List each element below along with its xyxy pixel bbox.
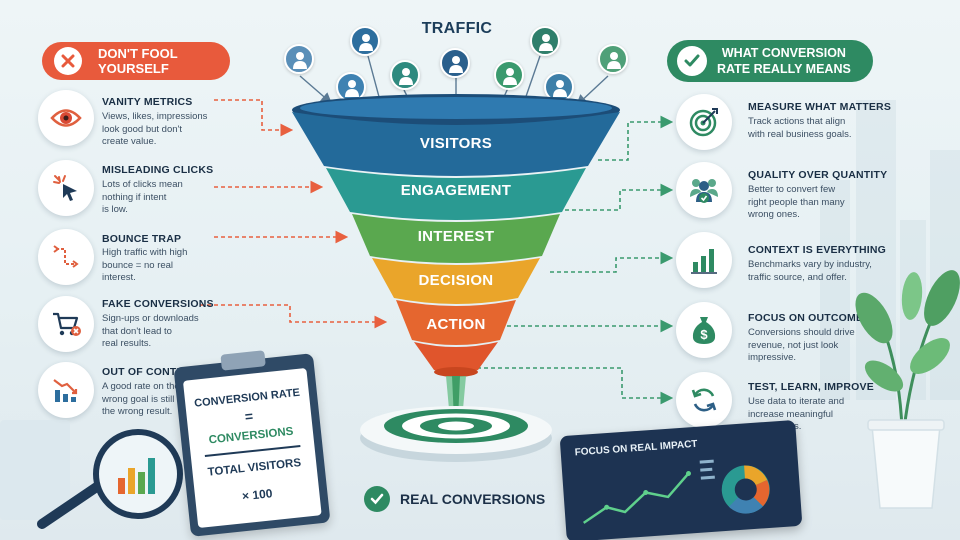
right-item-title: MEASURE WHAT MATTERS xyxy=(748,101,892,113)
person-icon xyxy=(284,44,314,74)
left-item-title: BOUNCE TRAP xyxy=(102,233,182,245)
conversion-meaning-header: WHAT CONVERSION RATE REALLY MEANS xyxy=(667,40,873,82)
right-item-title: CONTEXT IS EVERYTHING xyxy=(748,244,886,256)
person-icon xyxy=(390,60,420,90)
refresh-icon xyxy=(676,372,732,428)
svg-text:$: $ xyxy=(700,327,708,342)
person-icon xyxy=(598,44,628,74)
real-conversions-label: REAL CONVERSIONS xyxy=(364,486,545,512)
check-icon xyxy=(677,46,707,76)
people-check-icon xyxy=(676,162,732,218)
left-item-title: FAKE CONVERSIONS xyxy=(102,298,214,310)
traffic-title: TRAFFIC xyxy=(421,20,493,37)
cart-x-icon xyxy=(38,296,94,352)
right-item-title: FOCUS ON OUTCOMES xyxy=(748,312,871,324)
person-icon xyxy=(530,26,560,56)
dont-fool-yourself-header: DON'T FOOL YOURSELF xyxy=(42,42,230,80)
left-item-title: VANITY METRICS xyxy=(102,96,193,108)
check-icon xyxy=(364,486,390,512)
x-icon xyxy=(54,47,82,75)
right-item-title: QUALITY OVER QUANTITY xyxy=(748,169,888,181)
funnel-stage-interest: INTEREST xyxy=(417,228,495,245)
cursor-click-icon xyxy=(38,160,94,216)
person-icon xyxy=(494,60,524,90)
bar-chart-icon xyxy=(676,232,732,288)
dashboard-charts xyxy=(582,459,770,524)
falling-chart-icon xyxy=(38,362,94,418)
funnel-stage-action: ACTION xyxy=(426,316,486,333)
left-header-label: DON'T FOOL YOURSELF xyxy=(98,46,178,76)
person-icon xyxy=(440,48,470,78)
person-icon xyxy=(350,26,380,56)
bounce-path-icon xyxy=(38,229,94,285)
funnel-stage-engagement: ENGAGEMENT xyxy=(400,182,512,199)
impact-dashboard: FOCUS ON REAL IMPACT xyxy=(559,419,803,540)
eye-icon xyxy=(38,90,94,146)
target-icon xyxy=(676,94,732,150)
money-bag-icon: $ xyxy=(676,302,732,358)
right-header-line2: RATE REALLY MEANS xyxy=(717,62,851,76)
funnel-stage-decision: DECISION xyxy=(418,272,494,289)
left-item-title: MISLEADING CLICKS xyxy=(102,164,214,176)
right-item-desc: Benchmarks vary by industry,traffic sour… xyxy=(748,259,872,283)
right-item-title: TEST, LEARN, IMPROVE xyxy=(748,381,874,393)
right-header-line1: WHAT CONVERSION xyxy=(721,46,846,60)
funnel-stage-visitors: VISITORS xyxy=(419,135,493,152)
